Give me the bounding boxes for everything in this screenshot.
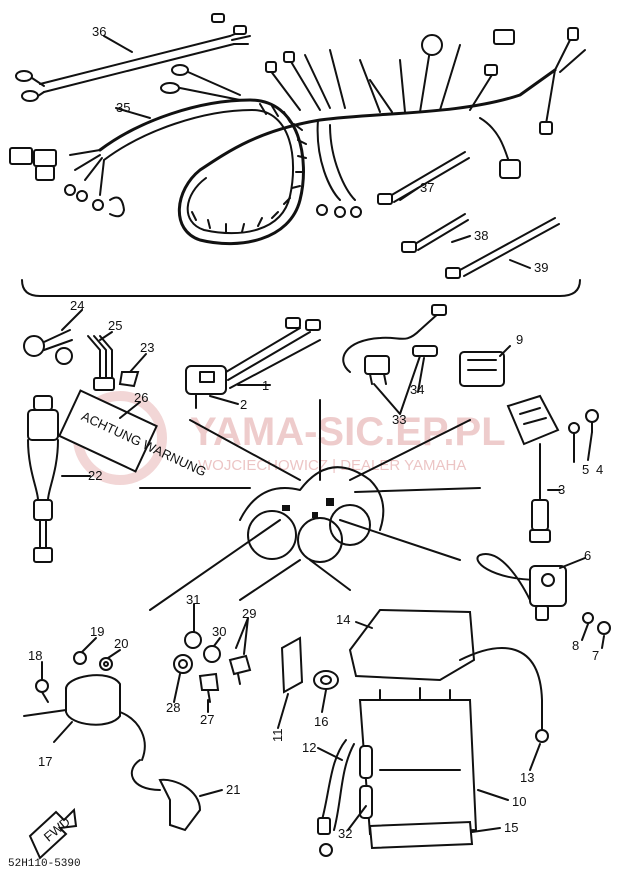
- cable-tie-37: [377, 151, 470, 205]
- callout-18: 18: [28, 648, 42, 663]
- fwd-arrow-icon: FWD: [28, 807, 78, 860]
- callout-10: 10: [512, 794, 526, 809]
- callout-28: 28: [166, 700, 180, 715]
- callout-11: 11: [270, 729, 285, 743]
- callout-36: 36: [92, 24, 106, 39]
- callout-20: 20: [114, 636, 128, 651]
- switch-27: [198, 672, 220, 703]
- callout-22: 22: [88, 468, 102, 483]
- callout-24: 24: [70, 298, 84, 313]
- callout-33: 33: [392, 412, 406, 427]
- callout-38: 38: [474, 228, 488, 243]
- washer-8: [582, 612, 594, 624]
- callouts: 1 2 3 4 5 6 7 8 9 10 11 12 13 14 15 16 1…: [28, 24, 603, 841]
- callout-32: 32: [338, 826, 352, 841]
- callout-31: 31: [186, 592, 200, 607]
- positive-lead-13: [459, 647, 549, 743]
- battery-cover-14: [348, 608, 476, 682]
- bolt-19: [73, 651, 87, 665]
- callout-39: 39: [534, 260, 548, 275]
- harness-group-bracket: [21, 279, 581, 297]
- callout-4: 4: [596, 462, 603, 477]
- battery-10: [358, 687, 478, 836]
- callout-12: 12: [302, 740, 316, 755]
- central-distribution-hub: [139, 399, 481, 611]
- clamp-23: [118, 371, 140, 388]
- nut-7: [597, 621, 611, 635]
- callout-2: 2: [240, 397, 247, 412]
- callout-17: 17: [38, 754, 52, 769]
- rectifier-3: [506, 394, 560, 543]
- callout-14: 14: [336, 612, 350, 627]
- grommet-30: [203, 645, 221, 663]
- main-wire-harness-35: [9, 27, 586, 246]
- callout-35: 35: [116, 100, 130, 115]
- starter-relay-6: [476, 553, 567, 621]
- bolt-18: [35, 679, 49, 703]
- grommet-31: [184, 631, 202, 649]
- main-switch-22: [27, 395, 59, 563]
- fuse-34: [412, 345, 438, 357]
- watermark-brand: YAMA-SIC.EP.PL: [190, 410, 506, 454]
- callout-15: 15: [504, 820, 518, 835]
- plug-cap-21: [130, 759, 202, 832]
- callout-7: 7: [592, 648, 599, 663]
- callout-25: 25: [108, 318, 122, 333]
- callout-30: 30: [212, 624, 226, 639]
- callout-27: 27: [200, 712, 214, 727]
- callout-26: 26: [134, 390, 148, 405]
- switch-29: [228, 654, 252, 685]
- diagram-code: 52H110-5390: [8, 858, 81, 870]
- callout-34: 34: [410, 382, 424, 397]
- callout-21: 21: [226, 782, 240, 797]
- grommet-28: [173, 654, 193, 674]
- callout-13: 13: [520, 770, 534, 785]
- fuse-holder-33: [342, 304, 447, 385]
- plate-11: [280, 636, 304, 694]
- cable-tie-39: [445, 217, 560, 279]
- washer-5: [568, 422, 580, 434]
- nut-20: [99, 657, 113, 671]
- cable-tie-38: [401, 213, 469, 253]
- leader-lines: [41, 35, 605, 833]
- watermark-dealer: WOJCIECHOWICZ | DEALER YAMAHA: [198, 457, 466, 474]
- switch-24: [23, 329, 73, 365]
- regulator-9: [459, 351, 505, 387]
- cap-16: [313, 670, 339, 690]
- callout-19: 19: [90, 624, 104, 639]
- battery-pad-15: [368, 820, 474, 850]
- wire-25: [87, 335, 115, 391]
- callout-5: 5: [582, 462, 589, 477]
- callout-23: 23: [140, 340, 154, 355]
- callout-29: 29: [242, 606, 256, 621]
- callout-8: 8: [572, 638, 579, 653]
- callout-3: 3: [558, 482, 565, 497]
- callout-9: 9: [516, 332, 523, 347]
- callout-6: 6: [584, 548, 591, 563]
- relay-1: [185, 317, 321, 409]
- callout-37: 37: [420, 180, 434, 195]
- callout-16: 16: [314, 714, 328, 729]
- ignition-coil-17: [23, 674, 146, 761]
- wire-lead-36: [15, 13, 251, 102]
- negative-lead-12: [317, 739, 355, 857]
- callout-1: 1: [262, 378, 269, 393]
- bolt-4: [585, 409, 599, 433]
